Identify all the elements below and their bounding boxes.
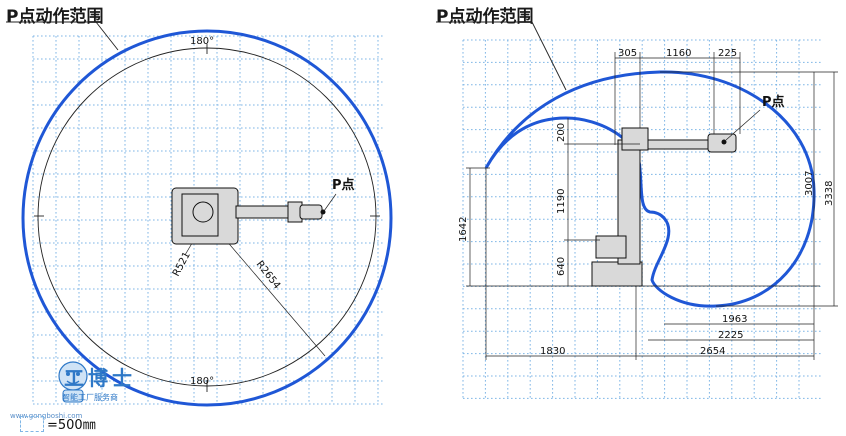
- left-grid: [32, 35, 385, 405]
- side-robot-arm: [647, 139, 711, 150]
- p-point-leader: [323, 193, 337, 212]
- side-robot-shoulder: [621, 127, 649, 151]
- watermark-url: www.gongboshi.com: [10, 412, 83, 420]
- watermark-logo-text: 工博士: [64, 366, 136, 390]
- side-p-point-marker: [721, 139, 727, 145]
- angle-top-label: 180°: [190, 36, 214, 47]
- p-point-label-right: P点: [762, 94, 785, 110]
- side-work-envelope: [484, 70, 816, 308]
- top-dim-1: 305: [618, 48, 637, 59]
- watermark-mascot: [58, 361, 88, 403]
- right-side-view: P点 305 1160 225 200 1190 640 1642 3007 3…: [436, 21, 838, 360]
- scale-label: =500㎜: [47, 418, 96, 433]
- vertical-dim-2: 1190: [556, 189, 567, 214]
- robot-arm: [235, 205, 293, 219]
- radius-outer-label: R2654: [254, 259, 283, 291]
- scale-grid-cell: [20, 415, 44, 432]
- title-leader-left: [95, 21, 119, 51]
- scale-legend: =500㎜: [20, 414, 96, 433]
- right-grid: [462, 39, 821, 400]
- vertical-dim-1: 200: [556, 123, 567, 142]
- robot-joint: [192, 201, 214, 223]
- side-p-point-leader: [725, 109, 761, 141]
- side-robot-base: [591, 261, 643, 287]
- title-leader-right: [531, 21, 567, 91]
- vertical-dim-3: 640: [556, 257, 567, 276]
- left-height-label: 1642: [458, 217, 469, 242]
- angle-bottom-label: 180°: [190, 376, 214, 387]
- top-dim-3: 225: [718, 48, 737, 59]
- robot-tool: [299, 204, 323, 220]
- p-point-label-left: P点: [332, 177, 355, 193]
- watermark-subtitle: 智能工厂服务商: [62, 393, 118, 402]
- bottom-dim-4: 1830: [540, 346, 565, 357]
- right-height-1: 3007: [804, 171, 815, 196]
- left-top-view: 180° 180° R521 R2654 P点: [6, 21, 393, 407]
- bottom-dim-2: 2225: [718, 330, 743, 341]
- radius-inner-label: R521: [171, 250, 193, 278]
- outer-work-envelope: [21, 29, 393, 407]
- bottom-dim-3: 2654: [700, 346, 725, 357]
- right-height-2: 3338: [824, 181, 835, 206]
- side-robot-motor: [595, 235, 627, 259]
- top-dim-2: 1160: [666, 48, 691, 59]
- bottom-dim-1: 1963: [722, 314, 747, 325]
